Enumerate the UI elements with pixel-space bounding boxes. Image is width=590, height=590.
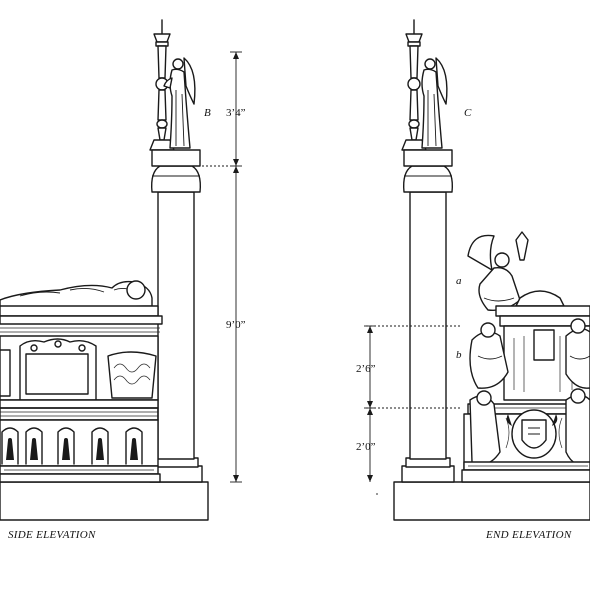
end-elevation: C a b 2’6” 2’0” END ELEVATION — [356, 19, 590, 541]
side-marker-label: B — [204, 107, 211, 119]
end-middle-figures-icon — [469, 318, 590, 389]
end-column — [401, 165, 455, 483]
end-lower-tier — [461, 388, 590, 483]
end-sublabel-a: a — [456, 275, 462, 287]
end-marker-label: C — [464, 107, 472, 119]
end-upper-dimension: 2’6” — [356, 363, 376, 375]
end-dimension-line — [364, 325, 376, 482]
end-base-plinth — [393, 481, 590, 521]
heraldic-shield-icon — [505, 409, 563, 459]
side-elevation-caption: SIDE ELEVATION — [8, 529, 96, 541]
side-sarcophagus — [0, 280, 163, 483]
end-lower-dimension: 2’0” — [356, 441, 376, 453]
side-dimension-line — [202, 51, 242, 483]
end-elevation-caption: END ELEVATION — [485, 529, 572, 541]
side-elevation: B 3’4” 9’0” SIDE ELEVATION — [0, 19, 246, 541]
side-main-dimension: 9’0” — [226, 319, 246, 331]
end-sublabel-b: b — [456, 349, 462, 361]
side-base-plinth — [0, 481, 209, 521]
end-candlestick-icon — [401, 19, 453, 167]
side-effigy-icon — [0, 280, 153, 309]
end-upper-angel-icon — [467, 231, 529, 311]
niche-row — [1, 427, 143, 465]
side-angel-statue-icon — [163, 57, 196, 149]
end-angel-statue-icon — [421, 57, 448, 149]
side-upper-dimension: 3’4” — [226, 107, 246, 119]
